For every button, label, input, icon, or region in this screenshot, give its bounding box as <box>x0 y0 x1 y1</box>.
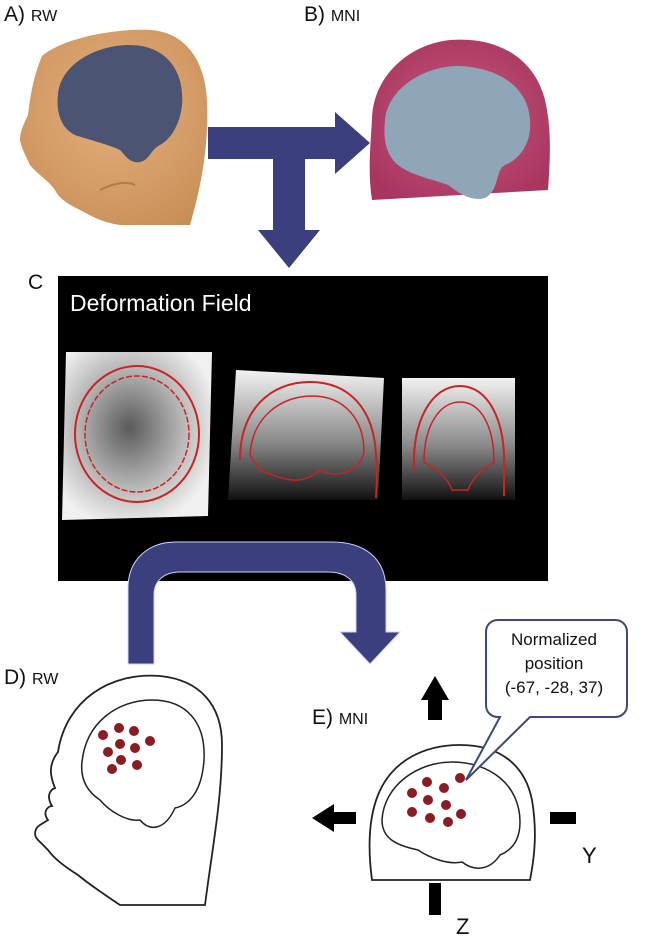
normalized-position-callout <box>465 619 628 781</box>
rw-electrode <box>98 730 108 740</box>
panel-e-space: MNI <box>338 711 369 728</box>
rw-brain-outline <box>80 699 205 829</box>
rw-electrode <box>116 755 126 765</box>
panel-b-letter: B) <box>304 3 325 26</box>
y-axis-label: Y <box>582 843 597 868</box>
mni-electrode <box>407 807 417 817</box>
panel-e-label: E) MNI <box>312 707 368 728</box>
panel-d-letter: D) <box>4 666 27 689</box>
mni-electrode <box>441 800 451 810</box>
mapping-arrow <box>127 541 402 665</box>
axial-slice <box>62 352 212 520</box>
mni-electrode <box>425 813 435 823</box>
mni-brain-render <box>384 66 531 199</box>
axis-arrows <box>312 676 576 915</box>
callout-line-1: Normalized <box>511 630 597 649</box>
deformation-field-title: Deformation Field <box>70 290 252 316</box>
panel-a-letter: A) <box>4 3 25 26</box>
callout-line-3: (-67, -28, 37) <box>504 678 604 697</box>
mni-electrode <box>443 817 453 827</box>
mni-electrodes <box>407 773 466 827</box>
panel-b-label: B) MNI <box>304 4 360 25</box>
panel-a-space: RW <box>30 8 58 25</box>
mni-electrode <box>456 809 466 819</box>
sagittal-slice <box>228 370 384 500</box>
mni-electrode <box>422 777 432 787</box>
rw-electrode <box>114 723 124 733</box>
rw-electrode <box>145 736 155 746</box>
panel-c-letter: C <box>28 271 44 294</box>
left-arrow <box>312 804 356 832</box>
coronal-slice <box>402 378 515 500</box>
mni-brain-outline <box>381 761 521 869</box>
rw-electrode <box>130 743 140 753</box>
panel-e-letter: E) <box>312 706 333 729</box>
panel-b-space: MNI <box>330 8 361 25</box>
callout-line-2: position <box>524 654 584 673</box>
mni-electrode <box>423 795 433 805</box>
up-arrow <box>421 676 449 720</box>
panel-d-label: D) RW <box>4 667 58 688</box>
rw-electrode <box>129 726 139 736</box>
panel-a-label: A) RW <box>4 4 57 25</box>
mni-electrode <box>407 788 417 798</box>
rw-electrode <box>132 760 142 770</box>
transform-arrow <box>208 112 370 268</box>
rw-brain-render <box>57 45 183 163</box>
y-axis-marker <box>550 812 576 824</box>
rw-head-outline <box>34 674 223 906</box>
rw-electrodes <box>98 723 155 774</box>
mni-electrode <box>455 773 465 783</box>
z-axis-marker <box>429 883 441 915</box>
rw-electrode <box>103 747 113 757</box>
rw-electrode <box>107 764 117 774</box>
mni-head-outline <box>368 744 536 881</box>
mni-electrode <box>439 783 449 793</box>
z-axis-label: Z <box>456 914 470 939</box>
rw-electrode <box>115 739 125 749</box>
panel-d-space: RW <box>32 671 59 688</box>
callout-text: Normalized position (-67, -28, 37) <box>486 628 622 700</box>
